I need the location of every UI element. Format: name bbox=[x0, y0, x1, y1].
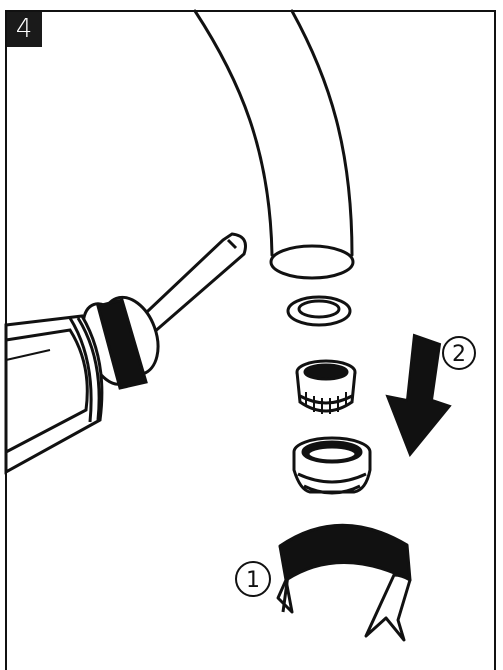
callout-1: 1 bbox=[236, 562, 270, 596]
callout-2: 2 bbox=[443, 337, 475, 369]
rotation-arrow bbox=[278, 525, 410, 640]
callout-1-label: 1 bbox=[246, 568, 260, 593]
aerator-housing bbox=[294, 438, 370, 493]
aerator-insert bbox=[297, 361, 355, 414]
callout-2-label: 2 bbox=[452, 342, 466, 367]
tool-handle bbox=[6, 234, 246, 472]
sealing-washer bbox=[288, 297, 350, 325]
faucet-spout bbox=[195, 11, 353, 278]
down-arrow bbox=[387, 335, 450, 455]
